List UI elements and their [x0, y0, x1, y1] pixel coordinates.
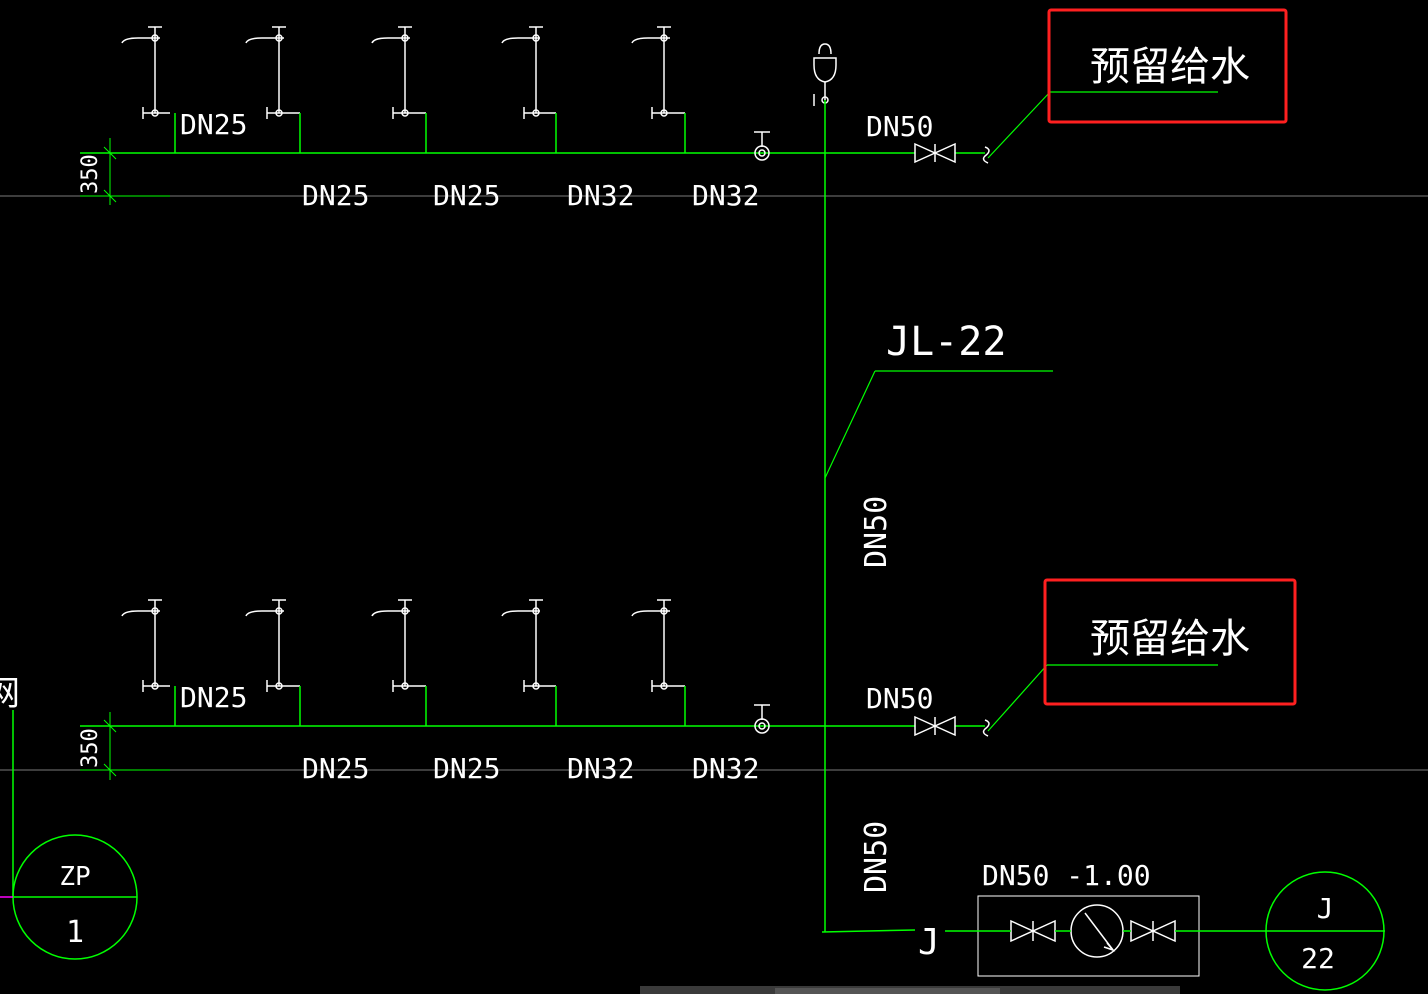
- upper-valve: [914, 142, 956, 164]
- upper-dimension: 350: [78, 154, 103, 194]
- fixture-4: [501, 26, 556, 119]
- lower-segment-label-2: DN25: [433, 752, 500, 785]
- upper-outlet-label: DN50: [866, 110, 933, 143]
- lower-segment-label-1: DN25: [302, 752, 369, 785]
- bottom-scrollbar-thumb[interactable]: [775, 988, 1000, 994]
- right-circle-bottom: 22: [1301, 942, 1335, 975]
- fixture-8: [371, 599, 426, 692]
- upper-floor-branch: [80, 8, 1288, 205]
- riser-name: JL-22: [886, 319, 1006, 365]
- upper-reserved-label: 预留给水: [1090, 44, 1250, 90]
- upper-branch-label: DN25: [180, 108, 247, 141]
- lower-reserved-label: 预留给水: [1090, 616, 1250, 662]
- left-circle-bottom: 1: [66, 915, 84, 950]
- lower-fixtures: [121, 599, 770, 734]
- upper-fixtures: [121, 26, 837, 161]
- circle-j22: [1265, 871, 1385, 991]
- lower-branch-label: DN25: [180, 681, 247, 714]
- fixture-9: [501, 599, 556, 692]
- upper-segment-label-2: DN25: [433, 179, 500, 212]
- left-circle-top: ZP: [59, 862, 90, 892]
- lower-segment-label-3: DN32: [567, 752, 634, 785]
- floor-drain-upper: [754, 131, 770, 161]
- upper-segment-label-3: DN32: [567, 179, 634, 212]
- fixture-6: [121, 599, 170, 692]
- highlight-box-upper: [1047, 8, 1288, 124]
- fixture-2: [245, 26, 300, 119]
- meter-label: DN50 -1.00: [982, 859, 1151, 892]
- riser-size-lower: DN50: [859, 821, 894, 893]
- fixture-3: [371, 26, 426, 119]
- upper-segment-label-4: DN32: [692, 179, 759, 212]
- lower-outlet-label: DN50: [866, 682, 933, 715]
- fixture-7: [245, 599, 300, 692]
- vent-cap: [813, 43, 837, 106]
- lower-segment-label-4: DN32: [692, 752, 759, 785]
- lower-floor-branch: [80, 578, 1297, 780]
- riser-jl22: [821, 100, 1053, 933]
- upper-segment-label-1: DN25: [302, 179, 369, 212]
- lower-dimension: 350: [78, 728, 103, 768]
- fixture-10: [631, 599, 685, 692]
- fixture-1: [121, 26, 170, 119]
- fixture-5: [631, 26, 685, 119]
- floor-drain-lower: [754, 704, 770, 734]
- highlight-box-lower: [1043, 578, 1297, 706]
- right-circle-top: J: [1317, 892, 1334, 925]
- water-meter-assembly: [977, 895, 1200, 977]
- flow-symbol: J: [918, 922, 940, 963]
- lower-valve: [914, 715, 956, 737]
- edge-char: 网: [0, 674, 20, 714]
- riser-size-upper: DN50: [859, 496, 894, 568]
